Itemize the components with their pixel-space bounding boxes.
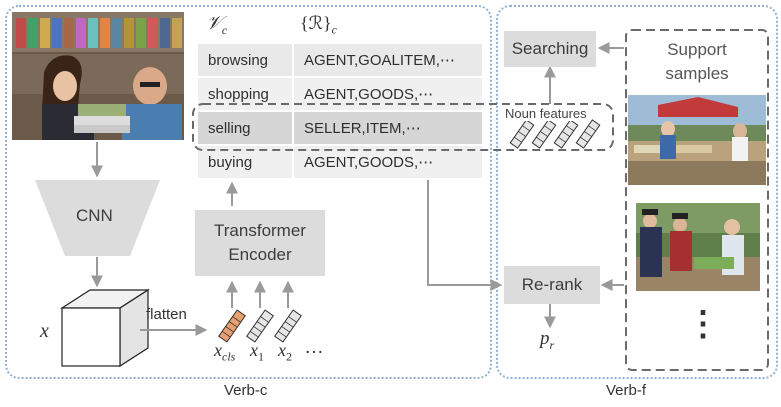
cnn-block bbox=[35, 180, 160, 256]
table-cell-roles-highlighted: SELLER,ITEM,⋯ bbox=[294, 112, 482, 144]
table-cell-verb: buying bbox=[198, 146, 292, 178]
pr-symbol: p bbox=[540, 328, 550, 349]
support-photo-1-art bbox=[628, 95, 766, 185]
token-x2-subscript: 2 bbox=[286, 349, 292, 364]
support-title-line2: samples bbox=[665, 64, 729, 83]
verb-c-label: Verb-c bbox=[224, 382, 268, 399]
transformer-encoder-box: Transformer Encoder bbox=[195, 210, 325, 276]
feature-cube-x bbox=[59, 288, 151, 368]
arrow-table-to-rerank bbox=[427, 180, 503, 291]
token-x1-label: x1 bbox=[250, 340, 264, 365]
input-photo-art bbox=[12, 12, 184, 140]
transformer-label-line2: Encoder bbox=[228, 245, 292, 264]
verb-set-subscript: c bbox=[221, 22, 228, 37]
table-cell-verb: shopping bbox=[198, 78, 292, 110]
support-photo-2-art bbox=[636, 203, 760, 291]
searching-box: Searching bbox=[504, 31, 596, 67]
noun-feature-tokens bbox=[509, 119, 601, 149]
token-x1-symbol: x bbox=[250, 340, 258, 360]
feature-x-label: x bbox=[40, 320, 49, 342]
verb-set-symbol: 𝒱 bbox=[206, 13, 222, 34]
token-x-cls-symbol: x bbox=[214, 340, 222, 360]
noun-features-label: Noun features bbox=[503, 106, 589, 121]
token-x2-symbol: x bbox=[278, 340, 286, 360]
token-ellipsis: … bbox=[304, 336, 324, 358]
token-x2-label: x2 bbox=[278, 340, 292, 365]
flatten-label: flatten bbox=[146, 306, 187, 323]
support-sample-photo-2 bbox=[636, 203, 760, 291]
rerank-box: Re-rank bbox=[504, 266, 600, 304]
verb-f-label: Verb-f bbox=[606, 382, 647, 399]
token-x-cls-label: xcls bbox=[214, 340, 235, 365]
token-x1 bbox=[246, 309, 274, 343]
token-x1-subscript: 1 bbox=[258, 349, 264, 364]
verb-f-panel bbox=[496, 5, 778, 379]
transformer-label-line1: Transformer bbox=[214, 221, 306, 240]
verb-c-panel bbox=[5, 5, 492, 379]
token-x-cls-subscript: cls bbox=[222, 349, 236, 364]
table-cell-verb-highlighted: selling bbox=[198, 112, 292, 144]
token-x2 bbox=[274, 309, 302, 343]
role-set-subscript: c bbox=[331, 22, 337, 37]
support-samples-title: Support samples bbox=[632, 38, 762, 86]
role-set-symbol: {ℛ} bbox=[300, 13, 332, 33]
input-photo bbox=[12, 12, 184, 140]
support-title-line1: Support bbox=[667, 40, 727, 59]
pr-output-label: pr bbox=[540, 328, 554, 353]
verb-set-header: 𝒱c bbox=[206, 13, 227, 38]
table-cell-roles: AGENT,GOALITEM,⋯ bbox=[294, 44, 482, 76]
support-sample-photo-1 bbox=[628, 95, 766, 185]
table-cell-verb: browsing bbox=[198, 44, 292, 76]
pr-subscript: r bbox=[549, 337, 555, 352]
cnn-label: CNN bbox=[76, 206, 113, 225]
more-samples-vdots: ⋮ bbox=[686, 305, 720, 343]
token-x-cls bbox=[218, 309, 246, 343]
table-cell-roles: AGENT,GOODS,⋯ bbox=[294, 146, 482, 178]
support-samples-dashed-box bbox=[625, 29, 769, 371]
selling-highlight-dashed-box bbox=[192, 103, 614, 151]
role-set-header: {ℛ}c bbox=[300, 13, 337, 38]
